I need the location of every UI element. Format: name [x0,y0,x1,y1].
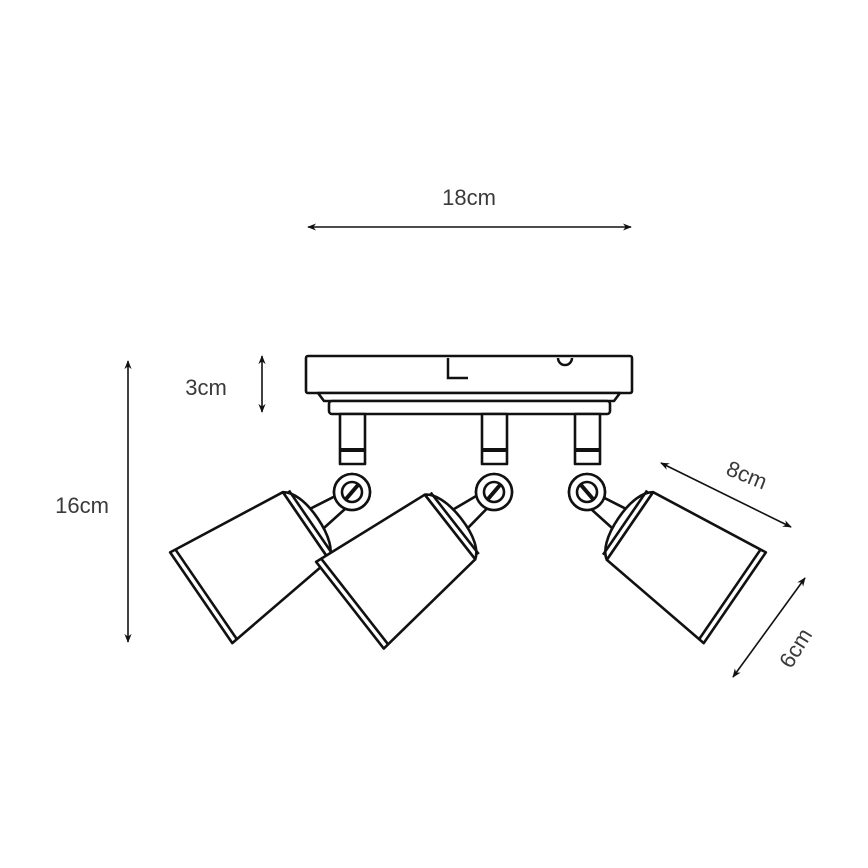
shade-length-label: 8cm [723,456,771,495]
width-label: 18cm [442,185,496,210]
base-height-label: 3cm [185,375,227,400]
shade-length-arrow [660,462,792,528]
shade-diameter-label: 6cm [774,624,817,672]
shade-diameter-arrow [732,577,806,678]
ceiling-plate [304,354,634,416]
total-height-label: 16cm [55,493,109,518]
